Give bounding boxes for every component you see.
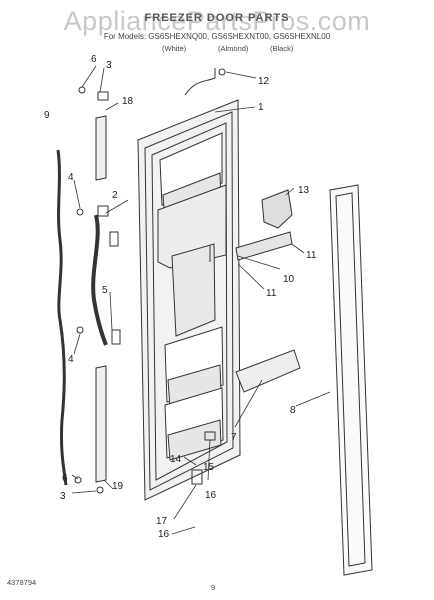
handle-clip — [109, 231, 119, 247]
bottom-hinge — [191, 469, 203, 485]
diagram-title: FREEZER DOOR PARTS — [144, 12, 290, 24]
callout-8: 8 — [290, 405, 296, 416]
callout-1: 1 — [258, 102, 264, 113]
callout-9: 9 — [44, 110, 50, 121]
variant-black: (Black) — [270, 44, 294, 53]
callout-13: 13 — [298, 185, 310, 196]
outer-gasket-frame — [329, 184, 373, 576]
callout-17: 17 — [156, 516, 168, 527]
callout-3-bottom: 3 — [60, 491, 66, 502]
callout-4-top: 4 — [68, 172, 74, 183]
door-bin — [235, 349, 301, 393]
callout-11-upper: 11 — [306, 250, 317, 261]
ice-chute — [261, 189, 293, 229]
handle-mount-top — [97, 205, 109, 217]
callout-11-lower: 11 — [266, 288, 277, 299]
top-hinge-bracket — [97, 91, 109, 101]
footer-part-number: 4378794 — [7, 578, 37, 587]
callout-16-left: 16 — [158, 529, 170, 540]
screw-wiring — [218, 68, 226, 76]
door-gasket — [56, 149, 68, 486]
wiring-harness — [184, 68, 216, 96]
callout-7: 7 — [231, 432, 237, 443]
callout-2: 2 — [112, 190, 118, 201]
bottom-trim-strip — [95, 365, 107, 483]
callout-6-top: 6 — [91, 54, 97, 65]
footer-page-number: 9 — [211, 583, 216, 592]
callout-12: 12 — [258, 76, 270, 87]
freezer-door-panel — [137, 99, 241, 501]
screw-handle-bottom — [76, 326, 84, 334]
screw-handle-top — [76, 208, 84, 216]
callout-19: 19 — [112, 481, 124, 492]
callout-5: 5 — [102, 285, 108, 296]
callout-14: 14 — [170, 454, 182, 465]
screw-bottom-hinge — [74, 476, 82, 484]
watermark: AppliancePartsPros.com — [63, 6, 371, 36]
callout-18: 18 — [122, 96, 134, 107]
washer-bottom — [96, 486, 104, 494]
callout-10: 10 — [283, 274, 295, 285]
callout-4-bottom: 4 — [68, 354, 74, 365]
dispenser-trim — [235, 231, 293, 261]
handle-clip-lower — [111, 329, 121, 345]
variant-white: (White) — [162, 44, 187, 53]
callout-15: 15 — [203, 462, 215, 473]
callout-16-right: 16 — [205, 490, 217, 501]
screw-top — [78, 86, 86, 94]
variant-almond: (Almond) — [218, 44, 249, 53]
callout-6-bottom: 6 — [62, 473, 68, 484]
door-handle — [91, 214, 108, 346]
model-list: For Models: GS6SHEXNQ00, GS6SHEXNT00, GS… — [103, 32, 331, 41]
top-trim-strip — [95, 115, 107, 181]
callout-3-top: 3 — [106, 60, 112, 71]
